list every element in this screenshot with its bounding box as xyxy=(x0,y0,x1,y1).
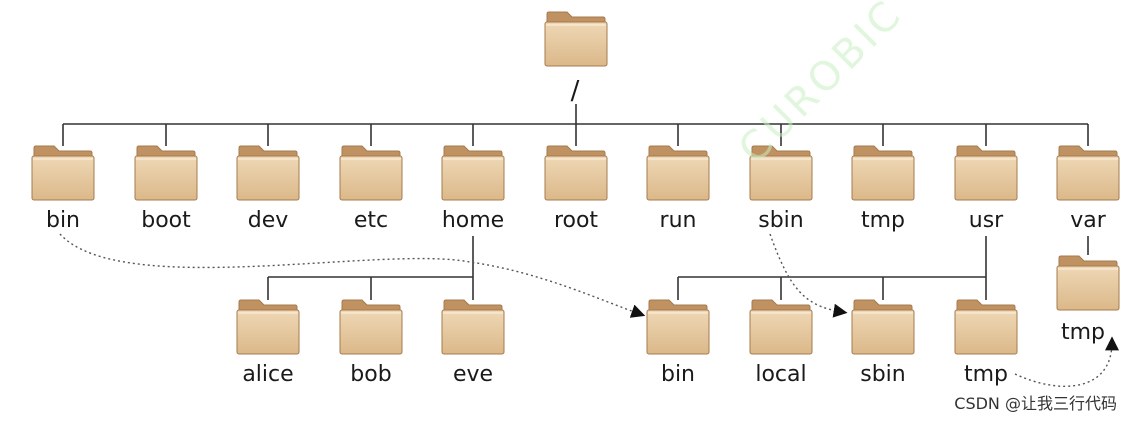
folder-label-dev: dev xyxy=(247,208,289,233)
folder-tmp xyxy=(851,145,915,201)
folder-var xyxy=(1056,145,1120,201)
folder-label-usr-local: local xyxy=(755,362,807,387)
folder-label-usr: usr xyxy=(968,208,1004,233)
folder-label-root: root xyxy=(553,208,599,233)
folder-label-run: run xyxy=(659,208,697,233)
folder-usr-tmp xyxy=(954,299,1018,355)
folder-home xyxy=(441,145,505,201)
folder-usr-local xyxy=(749,299,813,355)
folder-eve xyxy=(441,299,505,355)
folder-label-bin: bin xyxy=(45,208,81,233)
folder-root xyxy=(544,145,608,201)
folder-label-usr-bin: bin xyxy=(660,362,696,387)
folder-alice xyxy=(236,299,300,355)
folder-label-eve: eve xyxy=(452,362,494,387)
folder-sbin xyxy=(749,145,813,201)
folder-boot xyxy=(134,145,198,201)
folder-dev xyxy=(236,145,300,201)
folder-bob xyxy=(339,299,403,355)
folder-label-usr-tmp: tmp xyxy=(963,362,1009,387)
symlink-sbin-arrow xyxy=(769,233,848,318)
folder-label-sbin: sbin xyxy=(758,208,804,233)
root-label: / xyxy=(570,76,580,106)
folder-usr xyxy=(954,145,1018,201)
folder-bin xyxy=(31,145,95,201)
folder-usr-bin xyxy=(646,299,710,355)
folder-label-home: home xyxy=(441,208,505,233)
folder-label-var: var xyxy=(1070,208,1106,233)
symlink-tmp-arrow xyxy=(1014,336,1119,387)
root-folder xyxy=(544,11,608,67)
source-credit: CSDN @让我三行代码 xyxy=(954,394,1117,413)
folder-label-tmp: tmp xyxy=(860,208,906,233)
folder-label-boot: boot xyxy=(141,208,191,233)
folder-label-alice: alice xyxy=(242,362,294,387)
folder-usr-sbin xyxy=(851,299,915,355)
folder-label-usr-sbin: sbin xyxy=(860,362,906,387)
symlink-bin-arrow xyxy=(59,233,646,318)
folder-label-var-tmp: tmp xyxy=(1060,320,1106,345)
folder-label-etc: etc xyxy=(353,208,389,233)
folder-etc xyxy=(339,145,403,201)
folder-var-tmp xyxy=(1056,255,1120,311)
folder-run xyxy=(646,145,710,201)
folder-label-bob: bob xyxy=(350,362,392,387)
